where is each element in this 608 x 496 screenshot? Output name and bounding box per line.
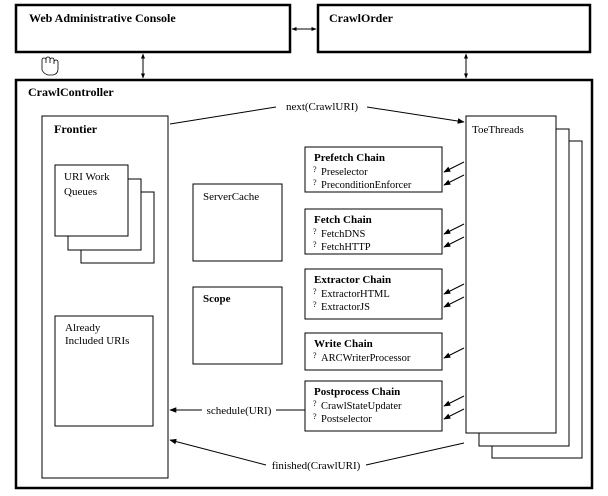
next-label: next(CrawlURI) xyxy=(286,101,358,113)
toe-to-fetchhttp-arrow xyxy=(443,236,465,248)
processor-fetchhttp: FetchHTTP xyxy=(321,242,371,253)
toe-to-crawlstateupdater-arrow xyxy=(443,395,465,407)
finished-line-right xyxy=(365,442,465,466)
bullet-icon: ? xyxy=(313,412,317,421)
prefetch-chain-title: Prefetch Chain xyxy=(314,152,385,164)
processor-crawlstateupdater: CrawlStateUpdater xyxy=(321,401,402,412)
scope-label: Scope xyxy=(203,293,231,305)
toe-threads-box xyxy=(465,115,557,434)
processor-extractorhtml: ExtractorHTML xyxy=(321,289,390,300)
finished-arrow xyxy=(169,438,267,466)
processor-chains: Prefetch Chain? Preselector? PreconditionE… xyxy=(304,146,465,432)
write-chain-title: Write Chain xyxy=(314,338,373,350)
toe-threads-label: ToeThreads xyxy=(472,124,524,136)
hand-cursor-icon xyxy=(41,56,59,76)
finished-label: finished(CrawlURI) xyxy=(272,460,361,472)
toe-to-fetchdns-arrow xyxy=(443,223,465,235)
fetch-chain-title: Fetch Chain xyxy=(314,214,372,226)
extractor-chain-box xyxy=(304,268,443,320)
bullet-icon: ? xyxy=(313,287,317,296)
fetch-chain-group: Fetch Chain? FetchDNS? FetchHTTP xyxy=(304,208,465,255)
crawl-order-box xyxy=(316,3,592,54)
toe-to-extractorjs-arrow xyxy=(443,296,465,308)
work-queues-label-line2: Queues xyxy=(64,186,97,198)
crawl-order-title: CrawlOrder xyxy=(329,11,394,25)
postprocess-chain-box xyxy=(304,380,443,432)
toe-to-preselector-arrow xyxy=(443,161,465,173)
extractor-chain-title: Extractor Chain xyxy=(314,274,391,286)
prefetch-chain-group: Prefetch Chain? Preselector? PreconditionE… xyxy=(304,146,465,193)
next-line-left xyxy=(169,106,277,125)
work-queues-box xyxy=(54,164,129,237)
bullet-icon: ? xyxy=(313,351,317,360)
processor-preselector: Preselector xyxy=(321,167,368,178)
bullet-icon: ? xyxy=(313,178,317,187)
processor-preconditionenforcer: PreconditionEnforcer xyxy=(321,180,412,191)
scope-box xyxy=(192,286,283,365)
frontier-title: Frontier xyxy=(54,122,98,136)
server-cache-label: ServerCache xyxy=(203,191,259,203)
write-chain-group: Write Chain? ARCWriterProcessor xyxy=(304,332,465,371)
processor-extractorjs: ExtractorJS xyxy=(321,302,370,313)
extractor-chain-group: Extractor Chain? ExtractorHTML? ExtractorJ… xyxy=(304,268,465,320)
already-included-label-line1: Already xyxy=(65,322,101,334)
toe-to-arcwriterprocessor-arrow xyxy=(443,347,465,359)
web-console-box xyxy=(14,3,292,54)
postprocess-chain-title: Postprocess Chain xyxy=(314,386,400,398)
processor-arcwriterprocessor: ARCWriterProcessor xyxy=(321,353,411,364)
fetch-chain-box xyxy=(304,208,443,255)
bullet-icon: ? xyxy=(313,227,317,236)
prefetch-chain-box xyxy=(304,146,443,193)
write-chain-box xyxy=(304,332,443,371)
processor-postselector: Postselector xyxy=(321,414,372,425)
web-console-title: Web Administrative Console xyxy=(29,11,176,25)
work-queues-label-line1: URI Work xyxy=(64,171,110,183)
schedule-label: schedule(URI) xyxy=(207,405,272,417)
processor-fetchdns: FetchDNS xyxy=(321,229,365,240)
toe-to-preconditionenforcer-arrow xyxy=(443,174,465,186)
bullet-icon: ? xyxy=(313,240,317,249)
bullet-icon: ? xyxy=(313,399,317,408)
crawl-controller-title: CrawlController xyxy=(28,85,114,99)
postprocess-chain-group: Postprocess Chain? CrawlStateUpdater? Post… xyxy=(304,380,465,432)
already-included-box xyxy=(54,315,154,427)
toe-to-postselector-arrow xyxy=(443,408,465,420)
next-arrow xyxy=(366,106,465,124)
bullet-icon: ? xyxy=(313,165,317,174)
already-included-label-line2: Included URIs xyxy=(65,335,129,347)
server-cache-box xyxy=(192,183,283,262)
bullet-icon: ? xyxy=(313,300,317,309)
toe-to-extractorhtml-arrow xyxy=(443,283,465,295)
